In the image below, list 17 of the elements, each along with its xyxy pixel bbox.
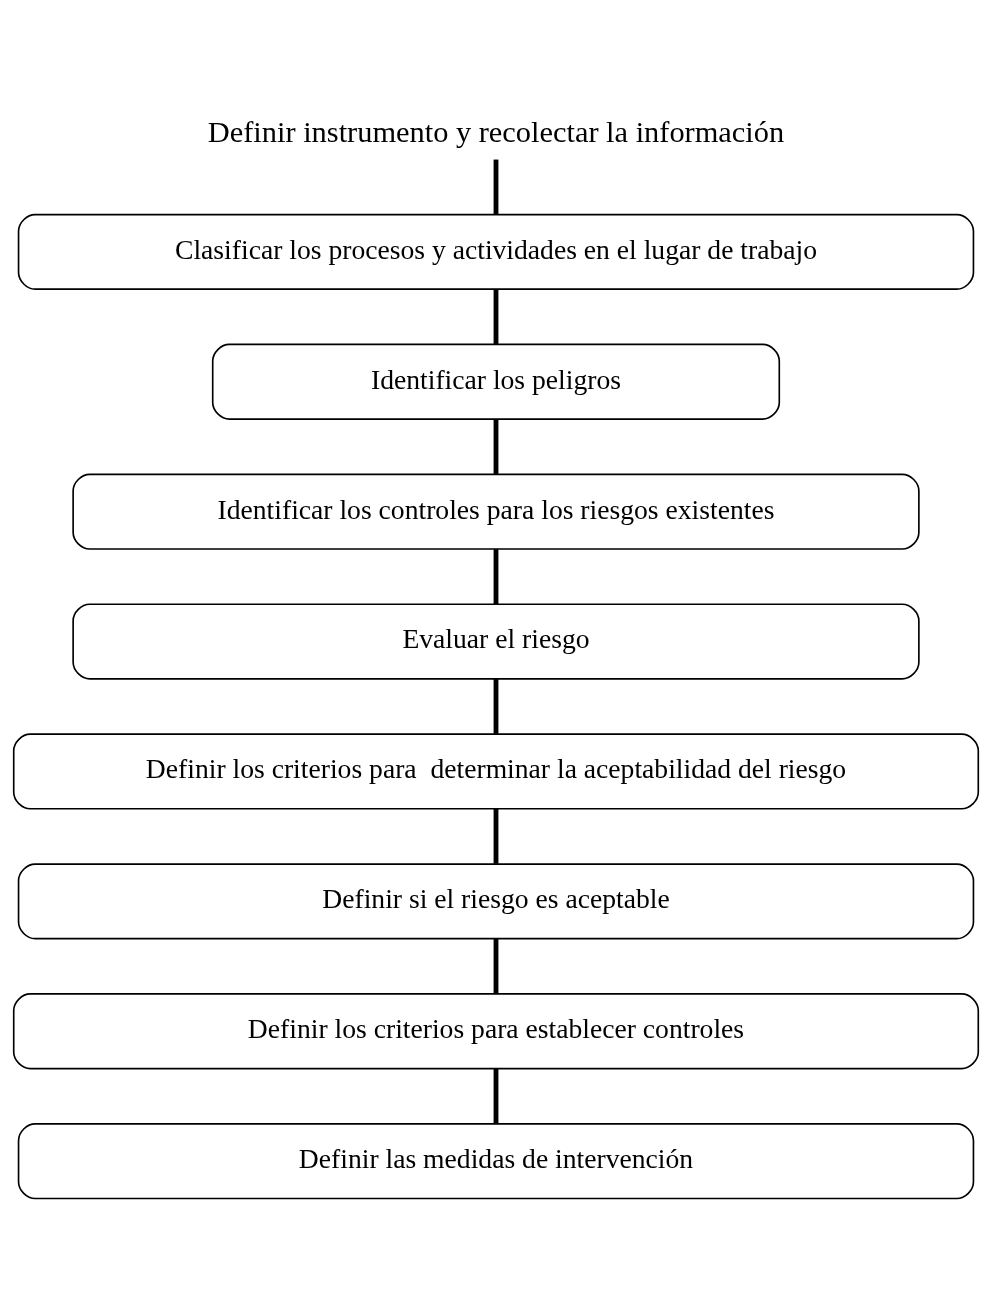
node-box: Identificar los controles para los riesgos existentes xyxy=(72,473,920,550)
node-text: Definir instrumento y recolectar la información xyxy=(207,114,785,149)
node-box: Identificar los peligros xyxy=(211,343,781,420)
connector xyxy=(493,418,499,474)
node-box: Evaluar el riesgo xyxy=(72,602,920,680)
connector xyxy=(493,548,499,604)
connector xyxy=(493,159,499,215)
connector xyxy=(493,288,499,344)
node-box: Definir las medidas de intervención xyxy=(17,1122,975,1199)
node-box: Definir los criterios para determinar la aceptabilidad del riesgo xyxy=(12,732,980,810)
connector xyxy=(493,808,499,864)
connector xyxy=(493,678,499,734)
node-box: Definir los criterios para establecer controles xyxy=(12,992,980,1069)
connector xyxy=(493,938,499,994)
node-box: Definir si el riesgo es aceptable xyxy=(17,862,975,939)
connector xyxy=(493,1068,499,1124)
node-box: Clasificar los procesos y actividades en el lugar de trabajo xyxy=(17,213,975,290)
